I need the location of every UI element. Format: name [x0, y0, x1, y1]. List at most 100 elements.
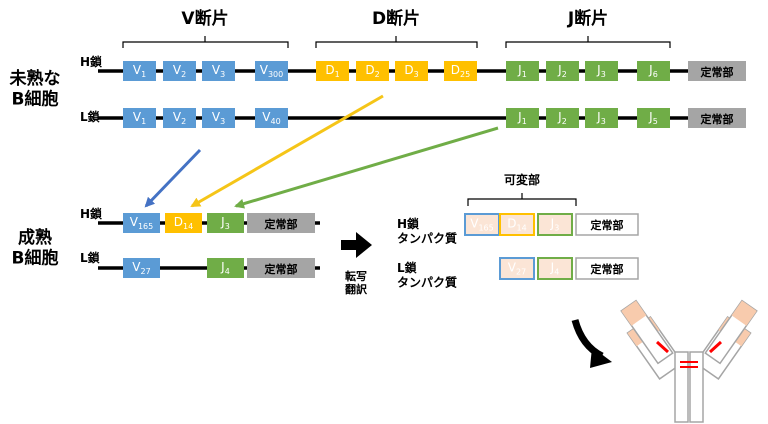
immature-h-d1-label: D1 [325, 63, 339, 79]
h-protein-d14-label: D14 [507, 217, 526, 233]
mature-l-v27 [123, 258, 160, 278]
immature-h-v2-label: V2 [173, 63, 186, 79]
transcription-translation-label: 転写翻訳 [345, 269, 368, 296]
j-bracket [505, 36, 671, 48]
immature-h-v3-label: V3 [212, 63, 225, 79]
h-chain-label-immature: H鎖 [80, 54, 103, 69]
immature-l-v40-label: V40 [262, 110, 280, 126]
mature-h-j3-label: J3 [220, 215, 230, 231]
immature-h-constant-region [688, 61, 746, 81]
h-protein-label: H鎖タンパク質 [397, 216, 457, 245]
mature-l-segments: V27 J4 [123, 258, 244, 278]
immature-l-j-segments: J1 J2 J3 J5 [506, 108, 670, 128]
transcription-arrow [341, 232, 372, 258]
immature-l-v3 [202, 108, 235, 128]
immature-h-j3 [585, 61, 618, 81]
immature-h-d3-label: D3 [404, 63, 418, 79]
immature-h-d25-label: D25 [451, 63, 470, 79]
mature-h-d14 [165, 213, 202, 233]
immature-h-j6 [637, 61, 670, 81]
curved-arrow [571, 319, 612, 368]
immature-h-d3 [395, 61, 428, 81]
immature-h-j1-label: J1 [517, 63, 527, 79]
immature-h-v1-label: V1 [133, 63, 146, 79]
immature-l-v-segments: V1 V2 V3 V40 [123, 108, 288, 128]
immature-h-v1 [123, 61, 156, 81]
h-protein-segments: V165 D14 J3 [464, 213, 573, 236]
immature-l-constant-region [688, 108, 746, 128]
j-recombination-arrow [234, 126, 499, 209]
immature-l-j2 [546, 108, 579, 128]
h-protein-constant-label: 定常部 [591, 218, 624, 232]
v-recombination-arrow [144, 148, 202, 208]
immature-h-j2-label: J2 [557, 63, 567, 79]
variable-region-label: 可変部 [504, 172, 540, 187]
v-segment-header: V断片 [181, 8, 228, 29]
immature-h-v2 [163, 61, 196, 81]
immature-h-v3 [202, 61, 235, 81]
h-protein-d14 [499, 213, 535, 236]
immature-h-j2 [546, 61, 579, 81]
l-protein-constant-label: 定常部 [591, 262, 624, 276]
mature-h-d14-label: D14 [174, 215, 193, 231]
immature-l-v2 [163, 108, 196, 128]
l-chain-label-immature: L鎖 [80, 109, 101, 124]
immature-h-j3-label: J3 [596, 63, 606, 79]
immature-l-j3 [585, 108, 618, 128]
mature-h-segments: V165 D14 J3 [123, 213, 244, 233]
immature-h-v300-label: V300 [260, 63, 284, 79]
mature-l-j4 [207, 258, 244, 278]
d-recombination-arrow [190, 94, 384, 208]
v-bracket [122, 36, 289, 48]
immature-l-j3-label: J3 [596, 110, 606, 126]
h-protein-j3 [537, 213, 573, 236]
immature-l-constant-label: 定常部 [701, 112, 734, 126]
immature-h-j1 [506, 61, 539, 81]
immature-l-j1 [506, 108, 539, 128]
immature-l-j5 [637, 108, 670, 128]
immature-h-d25 [444, 61, 477, 81]
mature-h-constant-region [247, 213, 315, 233]
h-chain-label-mature: H鎖 [80, 206, 103, 221]
immature-h-v300 [255, 61, 288, 81]
immature-l-j5-label: J5 [648, 110, 658, 126]
immature-l-v40 [255, 108, 288, 128]
immature-h-j-segments: J1 J2 J3 J6 [506, 61, 670, 81]
immature-l-j1-label: J1 [517, 110, 527, 126]
mature-l-constant-label: 定常部 [265, 262, 298, 276]
h-protein-constant-region [575, 213, 639, 236]
l-protein-segments: V27 J4 [499, 257, 573, 280]
h-protein-v165-label: V165 [470, 217, 494, 233]
immature-h-j6-label: J6 [648, 63, 658, 79]
l-protein-j4-label: J4 [550, 261, 560, 277]
immature-h-v-segments: V1 V2 V3 V300 [123, 61, 288, 81]
immature-l-v3-label: V3 [212, 110, 225, 126]
header-brackets [122, 36, 671, 48]
l-protein-v27-label: V27 [508, 261, 526, 277]
mature-l-v27-label: V27 [132, 260, 150, 276]
l-protein-j4 [537, 257, 573, 280]
immature-l-v1 [123, 108, 156, 128]
variable-region-bracket [467, 193, 577, 206]
immature-l-v2-label: V2 [173, 110, 186, 126]
immature-h-constant-label: 定常部 [701, 65, 734, 79]
mature-h-v165-label: V165 [130, 215, 154, 231]
mature-l-constant-region [247, 258, 315, 278]
l-chain-label-mature: L鎖 [80, 250, 101, 265]
d-segment-header: D断片 [372, 8, 420, 29]
immature-h-d2 [356, 61, 389, 81]
immature-l-j2-label: J2 [557, 110, 567, 126]
j-segment-header: J断片 [567, 8, 608, 29]
l-protein-v27 [499, 257, 535, 280]
l-protein-constant-region [575, 257, 639, 280]
immature-l-v1-label: V1 [133, 110, 146, 126]
h-protein-j3-label: J3 [550, 217, 560, 233]
mature-h-v165 [123, 213, 160, 233]
mature-l-j4-label: J4 [220, 260, 230, 276]
immature-h-d1 [316, 61, 349, 81]
antibody-icon [620, 299, 758, 423]
